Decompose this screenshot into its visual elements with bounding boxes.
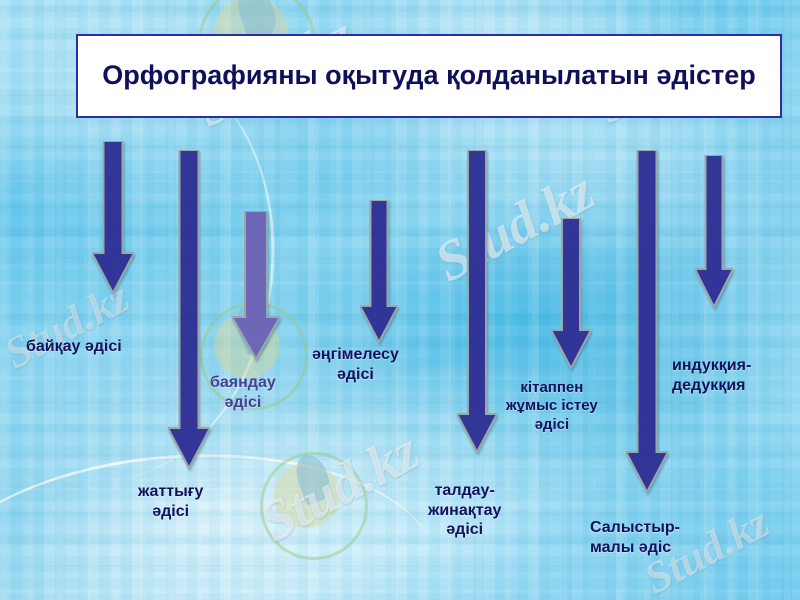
method-label-baiqau: байқау әдісі [26,338,122,355]
method-label-indukciya: индукқия- дедукқия [672,357,752,394]
method-label-kitappen: кітаппен жұмыс істеу әдісі [506,379,598,433]
down-arrow-salystyrmaly [626,150,668,494]
page-title: Орфографияны оқытуда қолданылатын әдісте… [102,60,756,91]
slide-title-box: Орфографияны оқытуда қолданылатын әдісте… [76,34,782,118]
down-arrow-zhattygu [168,150,210,470]
down-arrow-kitappen [551,218,591,370]
down-arrow-indukciya [695,155,733,309]
method-label-baiandau: баяндау әдісі [210,374,276,411]
method-label-zhattygu: жаттығу әдісі [138,483,204,520]
down-arrow-baiandau [232,211,280,361]
down-arrow-baiqau [92,141,134,295]
down-arrow-taldau [457,150,497,454]
down-arrow-angimelesu [360,200,398,344]
method-label-salystyrmaly: Салыстыр- малы әдіс [590,519,680,556]
method-label-taldau: талдау- жинақтау әдісі [428,482,502,539]
method-label-angimelesu: әңгімелесу әдісі [312,346,399,383]
